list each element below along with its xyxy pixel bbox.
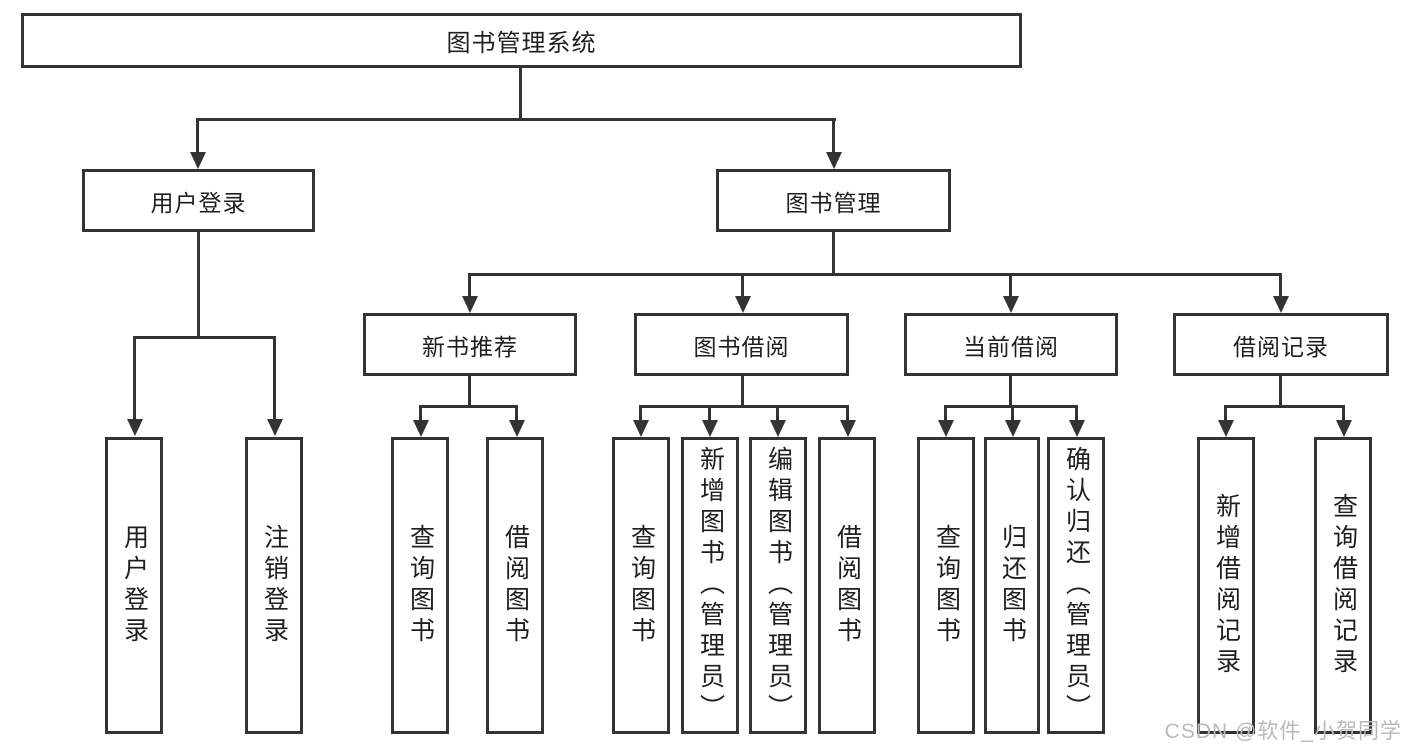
node-book-borrow: 图书借阅 — [634, 313, 849, 376]
leaf-user-login: 用户登录 — [105, 437, 163, 734]
arrow-down-icon — [509, 420, 525, 437]
connector-line — [273, 336, 276, 421]
leaf-logout: 注销登录 — [245, 437, 303, 734]
connector-line — [741, 273, 744, 299]
leaf-add-book-admin: 新增图书（管理员） — [681, 437, 739, 734]
arrow-down-icon — [770, 420, 786, 437]
arrow-down-icon — [702, 420, 718, 437]
leaf-add-borrow-record-label: 新增借阅记录 — [1212, 492, 1241, 679]
connector-line — [133, 336, 136, 421]
leaf-recommend-borrow-book-label: 借阅图书 — [501, 523, 530, 648]
connector-line — [832, 118, 835, 155]
arrow-down-icon — [413, 420, 429, 437]
leaf-current-query-book-label: 查询图书 — [932, 523, 961, 648]
arrow-down-icon — [127, 419, 143, 436]
arrow-down-icon — [826, 152, 842, 169]
leaf-edit-book-admin-label: 编辑图书（管理员） — [764, 446, 793, 725]
node-root: 图书管理系统 — [21, 13, 1022, 68]
leaf-borrow-query-book: 查询图书 — [612, 437, 670, 734]
connector-line — [1224, 405, 1227, 422]
node-new-book-recommend: 新书推荐 — [363, 313, 577, 376]
arrow-down-icon — [633, 420, 649, 437]
leaf-add-borrow-record: 新增借阅记录 — [1197, 437, 1255, 734]
connector-line — [519, 68, 522, 121]
node-book-borrow-label: 图书借阅 — [693, 333, 790, 360]
leaf-confirm-return-admin: 确认归还（管理员） — [1047, 437, 1105, 734]
arrow-down-icon — [1003, 296, 1019, 313]
arrow-down-icon — [462, 296, 478, 313]
connector-line — [468, 376, 471, 408]
node-borrow-records-label: 借阅记录 — [1233, 333, 1329, 360]
arrow-down-icon — [735, 296, 751, 313]
node-user-login: 用户登录 — [82, 169, 315, 232]
leaf-confirm-return-admin-label: 确认归还（管理员） — [1062, 446, 1091, 725]
arrow-down-icon — [1273, 296, 1289, 313]
node-book-management-label: 图书管理 — [785, 189, 882, 216]
node-user-login-label: 用户登录 — [150, 189, 247, 216]
connector-line — [1009, 376, 1012, 408]
leaf-query-borrow-record: 查询借阅记录 — [1314, 437, 1372, 734]
arrow-down-icon — [267, 419, 283, 436]
connector-line — [708, 405, 711, 422]
connector-line — [196, 118, 199, 155]
watermark: CSDN @软件_小贺同学 — [1164, 720, 1402, 743]
connector-line — [196, 118, 836, 121]
connector-line — [1224, 405, 1345, 408]
node-book-management: 图书管理 — [716, 169, 951, 232]
arrow-down-icon — [1218, 420, 1234, 437]
connector-line — [1009, 273, 1012, 299]
connector-line — [419, 405, 422, 422]
connector-line — [133, 336, 276, 339]
connector-line — [944, 405, 947, 422]
connector-line — [846, 405, 849, 422]
leaf-edit-book-admin: 编辑图书（管理员） — [749, 437, 807, 734]
connector-line — [1279, 376, 1282, 408]
leaf-user-login-label: 用户登录 — [120, 523, 149, 648]
node-current-borrow: 当前借阅 — [904, 313, 1118, 376]
connector-line — [468, 273, 1282, 276]
arrow-down-icon — [1005, 420, 1021, 437]
connector-line — [1075, 405, 1078, 422]
arrow-down-icon — [1336, 420, 1352, 437]
connector-line — [639, 405, 642, 422]
node-current-borrow-label: 当前借阅 — [963, 333, 1059, 360]
connector-line — [419, 405, 518, 408]
node-borrow-records: 借阅记录 — [1173, 313, 1389, 376]
leaf-borrow-query-book-label: 查询图书 — [627, 523, 656, 648]
arrow-down-icon — [938, 420, 954, 437]
node-root-label: 图书管理系统 — [446, 30, 597, 57]
leaf-recommend-borrow-book: 借阅图书 — [486, 437, 544, 734]
leaf-recommend-query-book-label: 查询图书 — [406, 523, 435, 648]
leaf-return-book-label: 归还图书 — [998, 523, 1027, 648]
connector-line — [1279, 273, 1282, 299]
arrow-down-icon — [1069, 420, 1085, 437]
leaf-logout-label: 注销登录 — [260, 523, 289, 648]
connector-line — [832, 232, 835, 276]
leaf-return-book: 归还图书 — [984, 437, 1040, 734]
leaf-borrow-book: 借阅图书 — [818, 437, 876, 734]
node-new-book-recommend-label: 新书推荐 — [422, 333, 518, 360]
leaf-query-borrow-record-label: 查询借阅记录 — [1329, 492, 1358, 679]
connector-line — [639, 405, 849, 408]
connector-line — [1011, 405, 1014, 422]
connector-line — [1342, 405, 1345, 422]
leaf-borrow-book-label: 借阅图书 — [833, 523, 862, 648]
connector-line — [776, 405, 779, 422]
connector-line — [468, 273, 471, 299]
connector-line — [741, 376, 744, 408]
connector-line — [197, 232, 200, 339]
leaf-recommend-query-book: 查询图书 — [391, 437, 449, 734]
arrow-down-icon — [190, 152, 206, 169]
leaf-add-book-admin-label: 新增图书（管理员） — [696, 446, 725, 725]
leaf-current-query-book: 查询图书 — [917, 437, 975, 734]
arrow-down-icon — [840, 420, 856, 437]
connector-line — [515, 405, 518, 422]
